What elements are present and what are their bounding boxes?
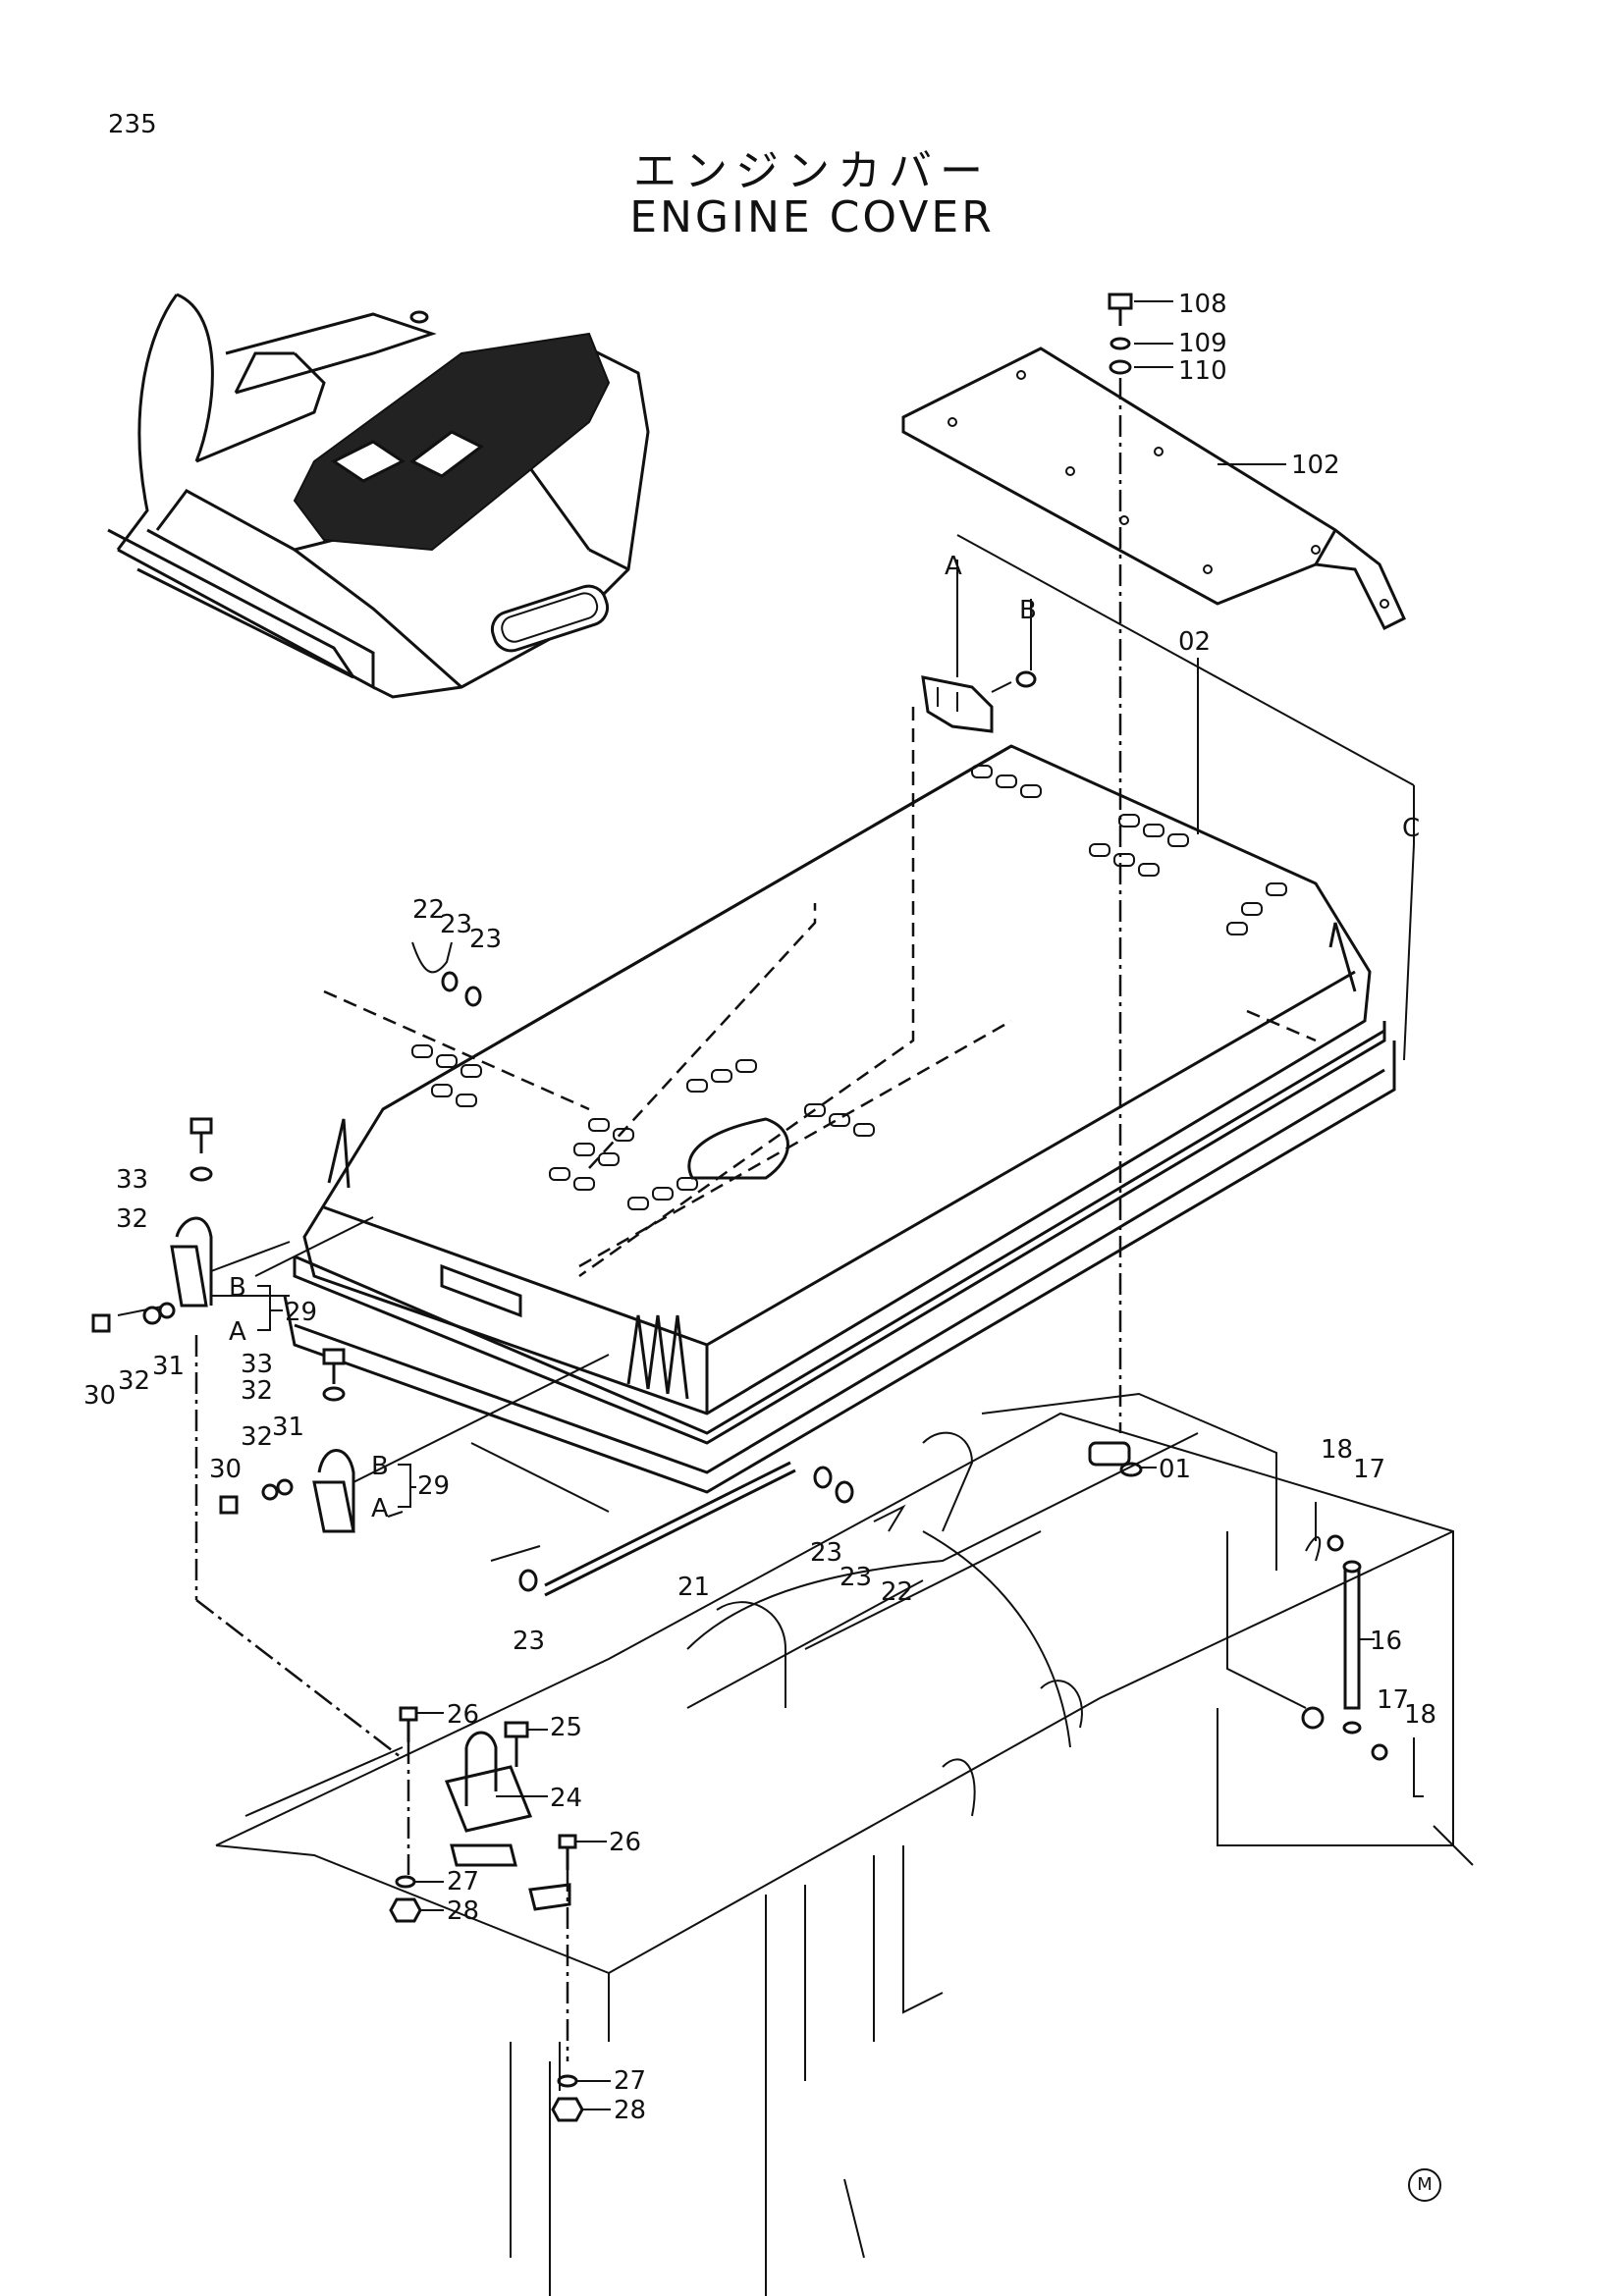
callout-17-a: 17: [1353, 1455, 1385, 1484]
callout-25: 25: [550, 1713, 582, 1742]
title-japanese: エンジンカバー: [633, 146, 991, 196]
machine-frame: [215, 1392, 1474, 2296]
support-bracket-24: [389, 1706, 584, 2122]
callout-32-a: 32: [116, 1204, 148, 1234]
callout-28-a: 28: [447, 1896, 479, 1926]
callout-18-a: 18: [1321, 1435, 1353, 1465]
view-ref-b-lower: B: [371, 1452, 389, 1481]
callout-16: 16: [1370, 1627, 1402, 1656]
callout-26-a: 26: [447, 1700, 479, 1730]
callout-31-a: 31: [152, 1352, 185, 1381]
callout-32-d: 32: [241, 1422, 273, 1452]
callout-21: 21: [677, 1573, 710, 1602]
machine-overview-inset: [107, 293, 650, 699]
view-ref-c: C: [1402, 814, 1420, 843]
callout-102: 102: [1291, 451, 1340, 480]
cover-holes: [411, 765, 1287, 1210]
bolt-stack-108-110: [1108, 293, 1286, 1433]
callout-108: 108: [1178, 290, 1227, 319]
callout-24: 24: [550, 1784, 582, 1813]
view-a-b-bracket: [921, 534, 1415, 1061]
callout-27-a: 27: [447, 1867, 479, 1896]
callout-109: 109: [1178, 329, 1227, 358]
callout-23-b: 23: [469, 925, 502, 954]
latch-29-upper: [91, 1117, 402, 1758]
callout-23-d: 23: [839, 1563, 872, 1592]
callout-18-b: 18: [1404, 1700, 1436, 1730]
callout-33-a: 33: [116, 1165, 148, 1195]
callout-30-b: 30: [209, 1455, 242, 1484]
callout-23-c: 23: [810, 1538, 842, 1568]
latch-29-lower: [219, 1348, 610, 1533]
callout-22-a: 22: [412, 895, 445, 925]
maker-mark: M: [1408, 2168, 1441, 2202]
gas-strut-16: [1088, 1441, 1424, 1797]
callout-32-b: 32: [118, 1366, 150, 1396]
callout-29-b: 29: [417, 1471, 450, 1501]
cover-plate-102: [901, 347, 1406, 631]
view-ref-a-lower: A: [371, 1494, 389, 1523]
callout-29-a: 29: [285, 1298, 317, 1327]
view-ref-b-top: B: [1019, 596, 1037, 625]
callout-28-b: 28: [614, 2096, 646, 2125]
view-ref-a-upper: A: [229, 1317, 246, 1347]
clip-hardware-left: [411, 941, 482, 1007]
callout-31-b: 31: [272, 1413, 304, 1442]
callout-26-b: 26: [609, 1828, 641, 1857]
callout-33-b: 33: [241, 1350, 273, 1379]
callout-02: 02: [1178, 627, 1211, 657]
page-number: 235: [108, 110, 157, 139]
title-english: ENGINE COVER: [629, 192, 995, 242]
callout-23-a: 23: [440, 910, 472, 939]
callout-30-a: 30: [83, 1381, 116, 1411]
callout-17-b: 17: [1377, 1685, 1409, 1715]
callout-22-b: 22: [881, 1577, 913, 1607]
callout-27-b: 27: [614, 2066, 646, 2096]
callouts: 108 109 110 102 02 01 16 18 17 17 18 21 …: [83, 290, 1436, 2125]
view-ref-b-upper: B: [229, 1273, 246, 1303]
callout-01: 01: [1159, 1455, 1191, 1484]
engine-cover-body: [283, 707, 1396, 1494]
callout-110: 110: [1178, 356, 1227, 386]
view-ref-a-top: A: [945, 552, 962, 581]
callout-23-e: 23: [513, 1627, 545, 1656]
callout-32-c: 32: [241, 1376, 273, 1406]
rod-21: [490, 1461, 906, 1597]
